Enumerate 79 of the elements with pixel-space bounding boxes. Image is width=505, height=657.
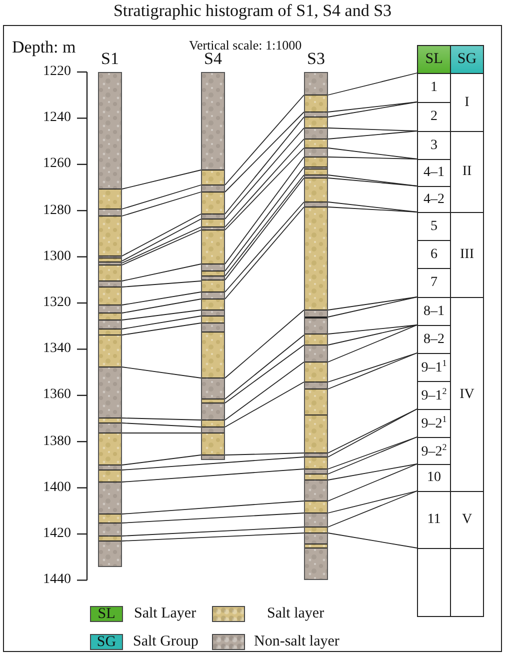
correlation-line xyxy=(122,292,202,306)
correlation-line xyxy=(328,464,418,502)
correlation-line xyxy=(122,280,202,288)
correlation-line xyxy=(328,202,418,212)
correlation-line xyxy=(122,418,202,420)
scale-note: Vertical scale: 1:1000 xyxy=(189,38,302,52)
correlation-line xyxy=(224,452,304,456)
depth-label: 1380 xyxy=(42,434,71,449)
correlation-line xyxy=(328,102,418,118)
depth-label: 1360 xyxy=(42,388,71,402)
correlation-line xyxy=(328,532,418,548)
correlation-line xyxy=(122,532,304,542)
correlation-line xyxy=(224,116,304,214)
correlation-line xyxy=(224,112,304,192)
correlation-line xyxy=(328,324,418,346)
depth-label: 1400 xyxy=(42,480,71,495)
legend-label: Salt Layer xyxy=(134,606,196,622)
correlation-line xyxy=(122,512,304,524)
depth-label: 1300 xyxy=(42,250,71,264)
correlation-line xyxy=(328,130,418,140)
depth-label: 1320 xyxy=(42,296,71,310)
correlation-line xyxy=(122,322,202,336)
correlation-line xyxy=(122,192,202,216)
correlation-line xyxy=(122,526,304,536)
correlation-line xyxy=(122,432,202,434)
correlation-line xyxy=(122,310,202,320)
correlation-line xyxy=(328,102,418,112)
correlation-line xyxy=(328,296,418,318)
depth-label: 1240 xyxy=(42,111,71,126)
correlation-line xyxy=(328,178,418,186)
correlation-line xyxy=(122,264,202,282)
well-name: S1 xyxy=(100,50,120,68)
depth-label: 1220 xyxy=(42,65,71,79)
correlation-line xyxy=(328,464,418,480)
correlation-line xyxy=(328,148,418,160)
correlation-line xyxy=(224,362,304,420)
correlation-line xyxy=(224,334,304,400)
well-name: S4 xyxy=(204,50,222,68)
correlation-line xyxy=(224,94,304,186)
correlation-line xyxy=(122,422,202,428)
legend-key: SG xyxy=(90,634,123,650)
correlation-line xyxy=(328,324,418,334)
correlation-line xyxy=(328,174,418,186)
correlation-line xyxy=(328,352,418,390)
correlation-line xyxy=(328,206,418,212)
correlation-line xyxy=(122,316,202,330)
correlation-line xyxy=(328,296,418,310)
correlation-line xyxy=(328,490,418,514)
correlation-line xyxy=(122,184,202,210)
well-name: S3 xyxy=(306,50,326,68)
table-header: SL xyxy=(417,45,451,74)
correlation-line xyxy=(224,382,304,428)
correlation-line xyxy=(122,170,202,190)
depth-label: 1440 xyxy=(42,573,71,588)
correlation-line xyxy=(122,500,304,514)
correlation-line xyxy=(122,454,202,466)
depth-label: 1420 xyxy=(42,527,71,541)
correlation-line xyxy=(224,128,304,220)
axis-title: Depth: m xyxy=(12,38,76,56)
legend-key: SL xyxy=(90,606,123,622)
depth-label: 1340 xyxy=(42,342,71,356)
legend-label: Non-salt layer xyxy=(254,634,340,650)
chart-title: Stratigraphic histogram of S1, S4 and S3 xyxy=(112,1,393,21)
legend-label: Salt Group xyxy=(133,634,198,650)
correlation-line xyxy=(122,298,202,314)
correlation-line xyxy=(328,156,418,160)
correlation-line xyxy=(122,366,202,378)
correlation-line xyxy=(328,72,418,96)
correlation-line xyxy=(224,310,304,378)
correlation-line xyxy=(122,456,304,470)
correlation-line xyxy=(328,128,418,132)
depth-label: 1280 xyxy=(42,204,71,218)
correlation-line xyxy=(122,468,304,482)
correlation-line xyxy=(224,344,304,404)
correlation-line xyxy=(328,490,418,528)
legend-label: Salt layer xyxy=(267,606,324,622)
depth-label: 1260 xyxy=(42,157,71,172)
table-header: SG xyxy=(450,45,484,74)
correlation-line xyxy=(328,324,418,362)
